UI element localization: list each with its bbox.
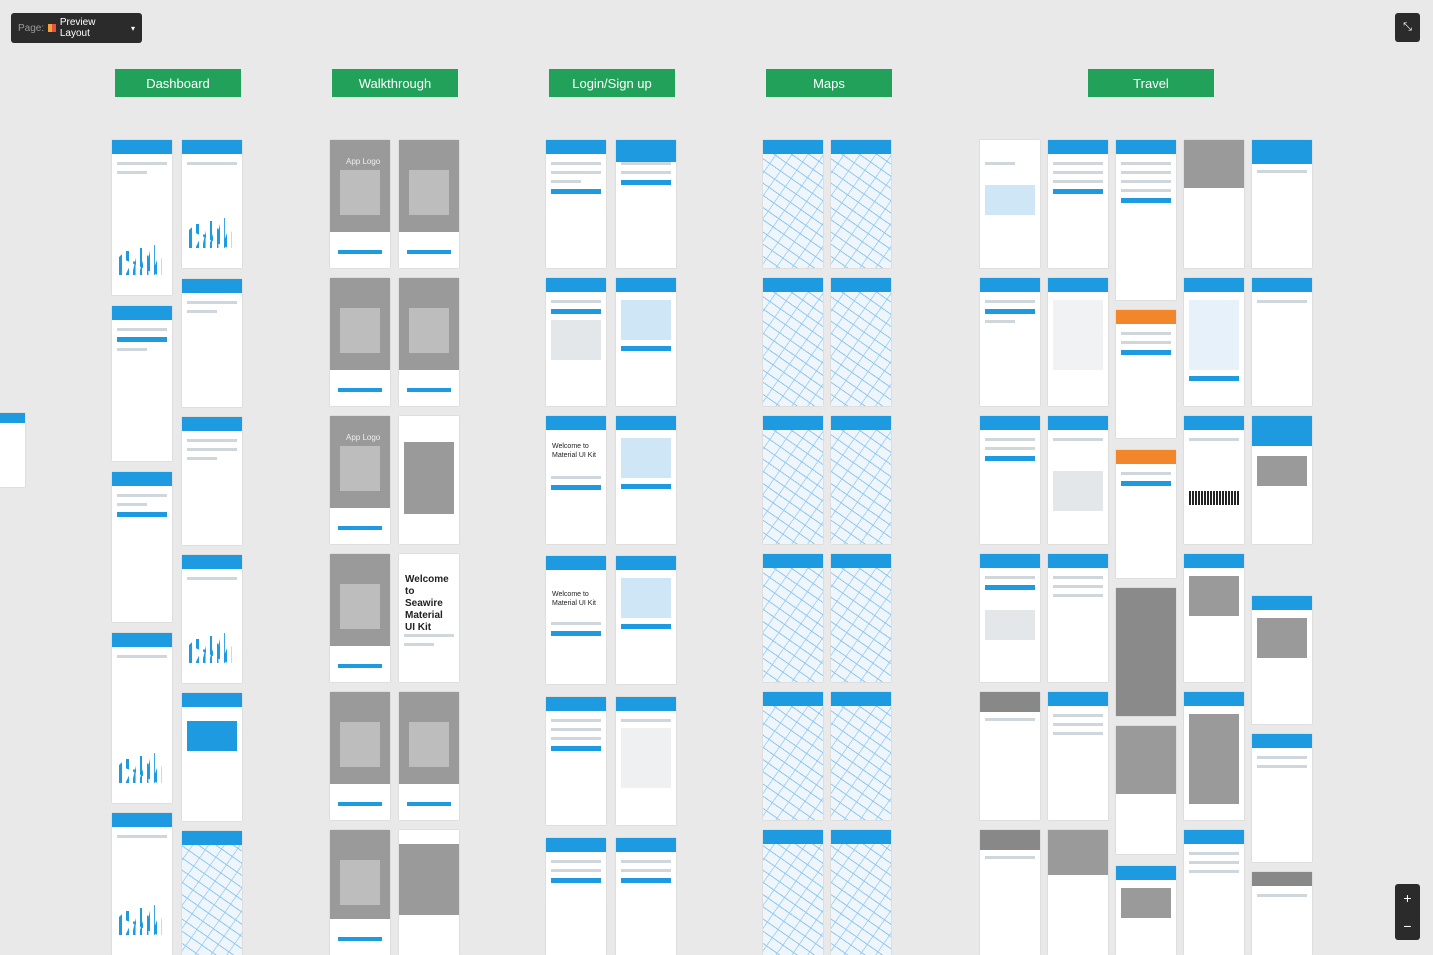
- screen-thumbnail[interactable]: [1252, 278, 1312, 406]
- screen-thumbnail[interactable]: [980, 830, 1040, 955]
- welcome-title: Welcome to Material UI Kit: [552, 443, 596, 459]
- screen-thumbnail[interactable]: [1048, 554, 1108, 682]
- screen-thumbnail[interactable]: [763, 140, 823, 268]
- screen-thumbnail[interactable]: [831, 140, 891, 268]
- screen-thumbnail[interactable]: [1184, 554, 1244, 682]
- screen-thumbnail[interactable]: [616, 416, 676, 544]
- screen-thumbnail[interactable]: [330, 830, 390, 955]
- collapse-icon[interactable]: ⤡: [1395, 13, 1420, 42]
- screen-thumbnail[interactable]: [1184, 416, 1244, 544]
- section-title-travel: Travel: [1088, 69, 1214, 97]
- screen-thumbnail[interactable]: [616, 838, 676, 955]
- screen-thumbnail[interactable]: [763, 416, 823, 544]
- screen-thumbnail[interactable]: [1116, 866, 1176, 955]
- screen-thumbnail[interactable]: [182, 140, 242, 268]
- screen-thumbnail[interactable]: [112, 140, 172, 295]
- screen-thumbnail[interactable]: [616, 278, 676, 406]
- screen-thumbnail[interactable]: [1184, 140, 1244, 268]
- page-icon: [48, 24, 56, 32]
- page-selector[interactable]: Page: Preview Layout ▾: [11, 13, 142, 43]
- screen-thumbnail[interactable]: Welcome to Seawire Material UI Kit: [399, 554, 459, 682]
- screen-thumbnail[interactable]: [616, 556, 676, 684]
- screen-thumbnail[interactable]: [763, 830, 823, 955]
- welcome-title: Welcome to Material UI Kit: [552, 591, 596, 607]
- screen-thumbnail[interactable]: [182, 417, 242, 545]
- screen-thumbnail[interactable]: [182, 831, 242, 955]
- screen-thumbnail[interactable]: [980, 416, 1040, 544]
- screen-thumbnail[interactable]: [399, 278, 459, 406]
- app-logo-text: App Logo: [346, 157, 381, 166]
- section-title-dashboard: Dashboard: [115, 69, 241, 97]
- screen-thumbnail[interactable]: [546, 697, 606, 825]
- screen-thumbnail[interactable]: [1048, 140, 1108, 268]
- screen-thumbnail[interactable]: [831, 278, 891, 406]
- screen-thumbnail[interactable]: [399, 416, 459, 544]
- screen-thumbnail[interactable]: Welcome to Material UI Kit: [546, 416, 606, 544]
- screen-thumbnail[interactable]: [763, 692, 823, 820]
- screen-thumbnail[interactable]: [1116, 726, 1176, 854]
- screen-thumbnail[interactable]: [399, 140, 459, 268]
- screen-thumbnail[interactable]: [112, 472, 172, 622]
- screen-thumbnail[interactable]: [980, 692, 1040, 820]
- screen-thumbnail[interactable]: [1116, 450, 1176, 578]
- screen-thumbnail[interactable]: [831, 830, 891, 955]
- section-title-login: Login/Sign up: [549, 69, 675, 97]
- page-name: Preview Layout: [59, 17, 96, 39]
- screen-thumbnail[interactable]: [616, 697, 676, 825]
- screen-thumbnail[interactable]: [1184, 278, 1244, 406]
- screen-thumbnail[interactable]: [1048, 692, 1108, 820]
- screen-thumbnail[interactable]: [1116, 588, 1176, 716]
- screen-thumbnail[interactable]: [1116, 140, 1176, 300]
- screen-thumbnail[interactable]: [1184, 692, 1244, 820]
- screen-thumbnail[interactable]: Welcome to Material UI Kit: [546, 556, 606, 684]
- zoom-in-button[interactable]: +: [1403, 890, 1412, 906]
- screen-thumbnail[interactable]: [112, 813, 172, 955]
- screen-thumbnail[interactable]: [112, 306, 172, 461]
- zoom-controls: + −: [1395, 884, 1420, 940]
- screen-thumbnail[interactable]: [1252, 872, 1312, 955]
- screen-thumbnail[interactable]: [330, 278, 390, 406]
- screen-thumbnail[interactable]: [980, 278, 1040, 406]
- screen-thumbnail[interactable]: [330, 692, 390, 820]
- screen-thumbnail[interactable]: [831, 416, 891, 544]
- app-logo-text: App Logo: [346, 433, 381, 442]
- screen-thumbnail[interactable]: [763, 278, 823, 406]
- screen-thumbnail[interactable]: [616, 140, 676, 268]
- screen-thumbnail[interactable]: [1252, 140, 1312, 268]
- screen-thumbnail[interactable]: [330, 554, 390, 682]
- section-title-walkthrough: Walkthrough: [332, 69, 458, 97]
- partial-screen[interactable]: [0, 413, 25, 487]
- screen-thumbnail[interactable]: [1252, 596, 1312, 724]
- screen-thumbnail[interactable]: [763, 554, 823, 682]
- screen-thumbnail[interactable]: [1252, 416, 1312, 544]
- zoom-out-button[interactable]: −: [1403, 918, 1412, 934]
- page-label: Page:: [18, 22, 45, 34]
- screen-thumbnail[interactable]: [1252, 734, 1312, 862]
- screen-thumbnail[interactable]: [1048, 278, 1108, 406]
- screen-thumbnail[interactable]: [546, 140, 606, 268]
- screen-thumbnail[interactable]: [399, 830, 459, 955]
- screen-thumbnail[interactable]: [112, 633, 172, 803]
- screen-thumbnail[interactable]: [831, 554, 891, 682]
- screen-thumbnail[interactable]: [980, 554, 1040, 682]
- screen-thumbnail[interactable]: [831, 692, 891, 820]
- screen-thumbnail[interactable]: App Logo: [330, 416, 390, 544]
- screen-thumbnail[interactable]: [1048, 416, 1108, 544]
- chevron-down-icon: ▾: [130, 23, 135, 33]
- screen-thumbnail[interactable]: [1184, 830, 1244, 955]
- screen-thumbnail[interactable]: App Logo: [330, 140, 390, 268]
- screen-thumbnail[interactable]: [546, 278, 606, 406]
- screen-thumbnail[interactable]: [182, 279, 242, 407]
- screen-thumbnail[interactable]: [546, 838, 606, 955]
- welcome-title: Welcome to Seawire Material UI Kit: [405, 574, 449, 633]
- screen-thumbnail[interactable]: [399, 692, 459, 820]
- screen-thumbnail[interactable]: [182, 555, 242, 683]
- screen-thumbnail[interactable]: [1048, 830, 1108, 955]
- screen-thumbnail[interactable]: [1116, 310, 1176, 438]
- section-title-maps: Maps: [766, 69, 892, 97]
- screen-thumbnail[interactable]: [980, 140, 1040, 268]
- screen-thumbnail[interactable]: [182, 693, 242, 821]
